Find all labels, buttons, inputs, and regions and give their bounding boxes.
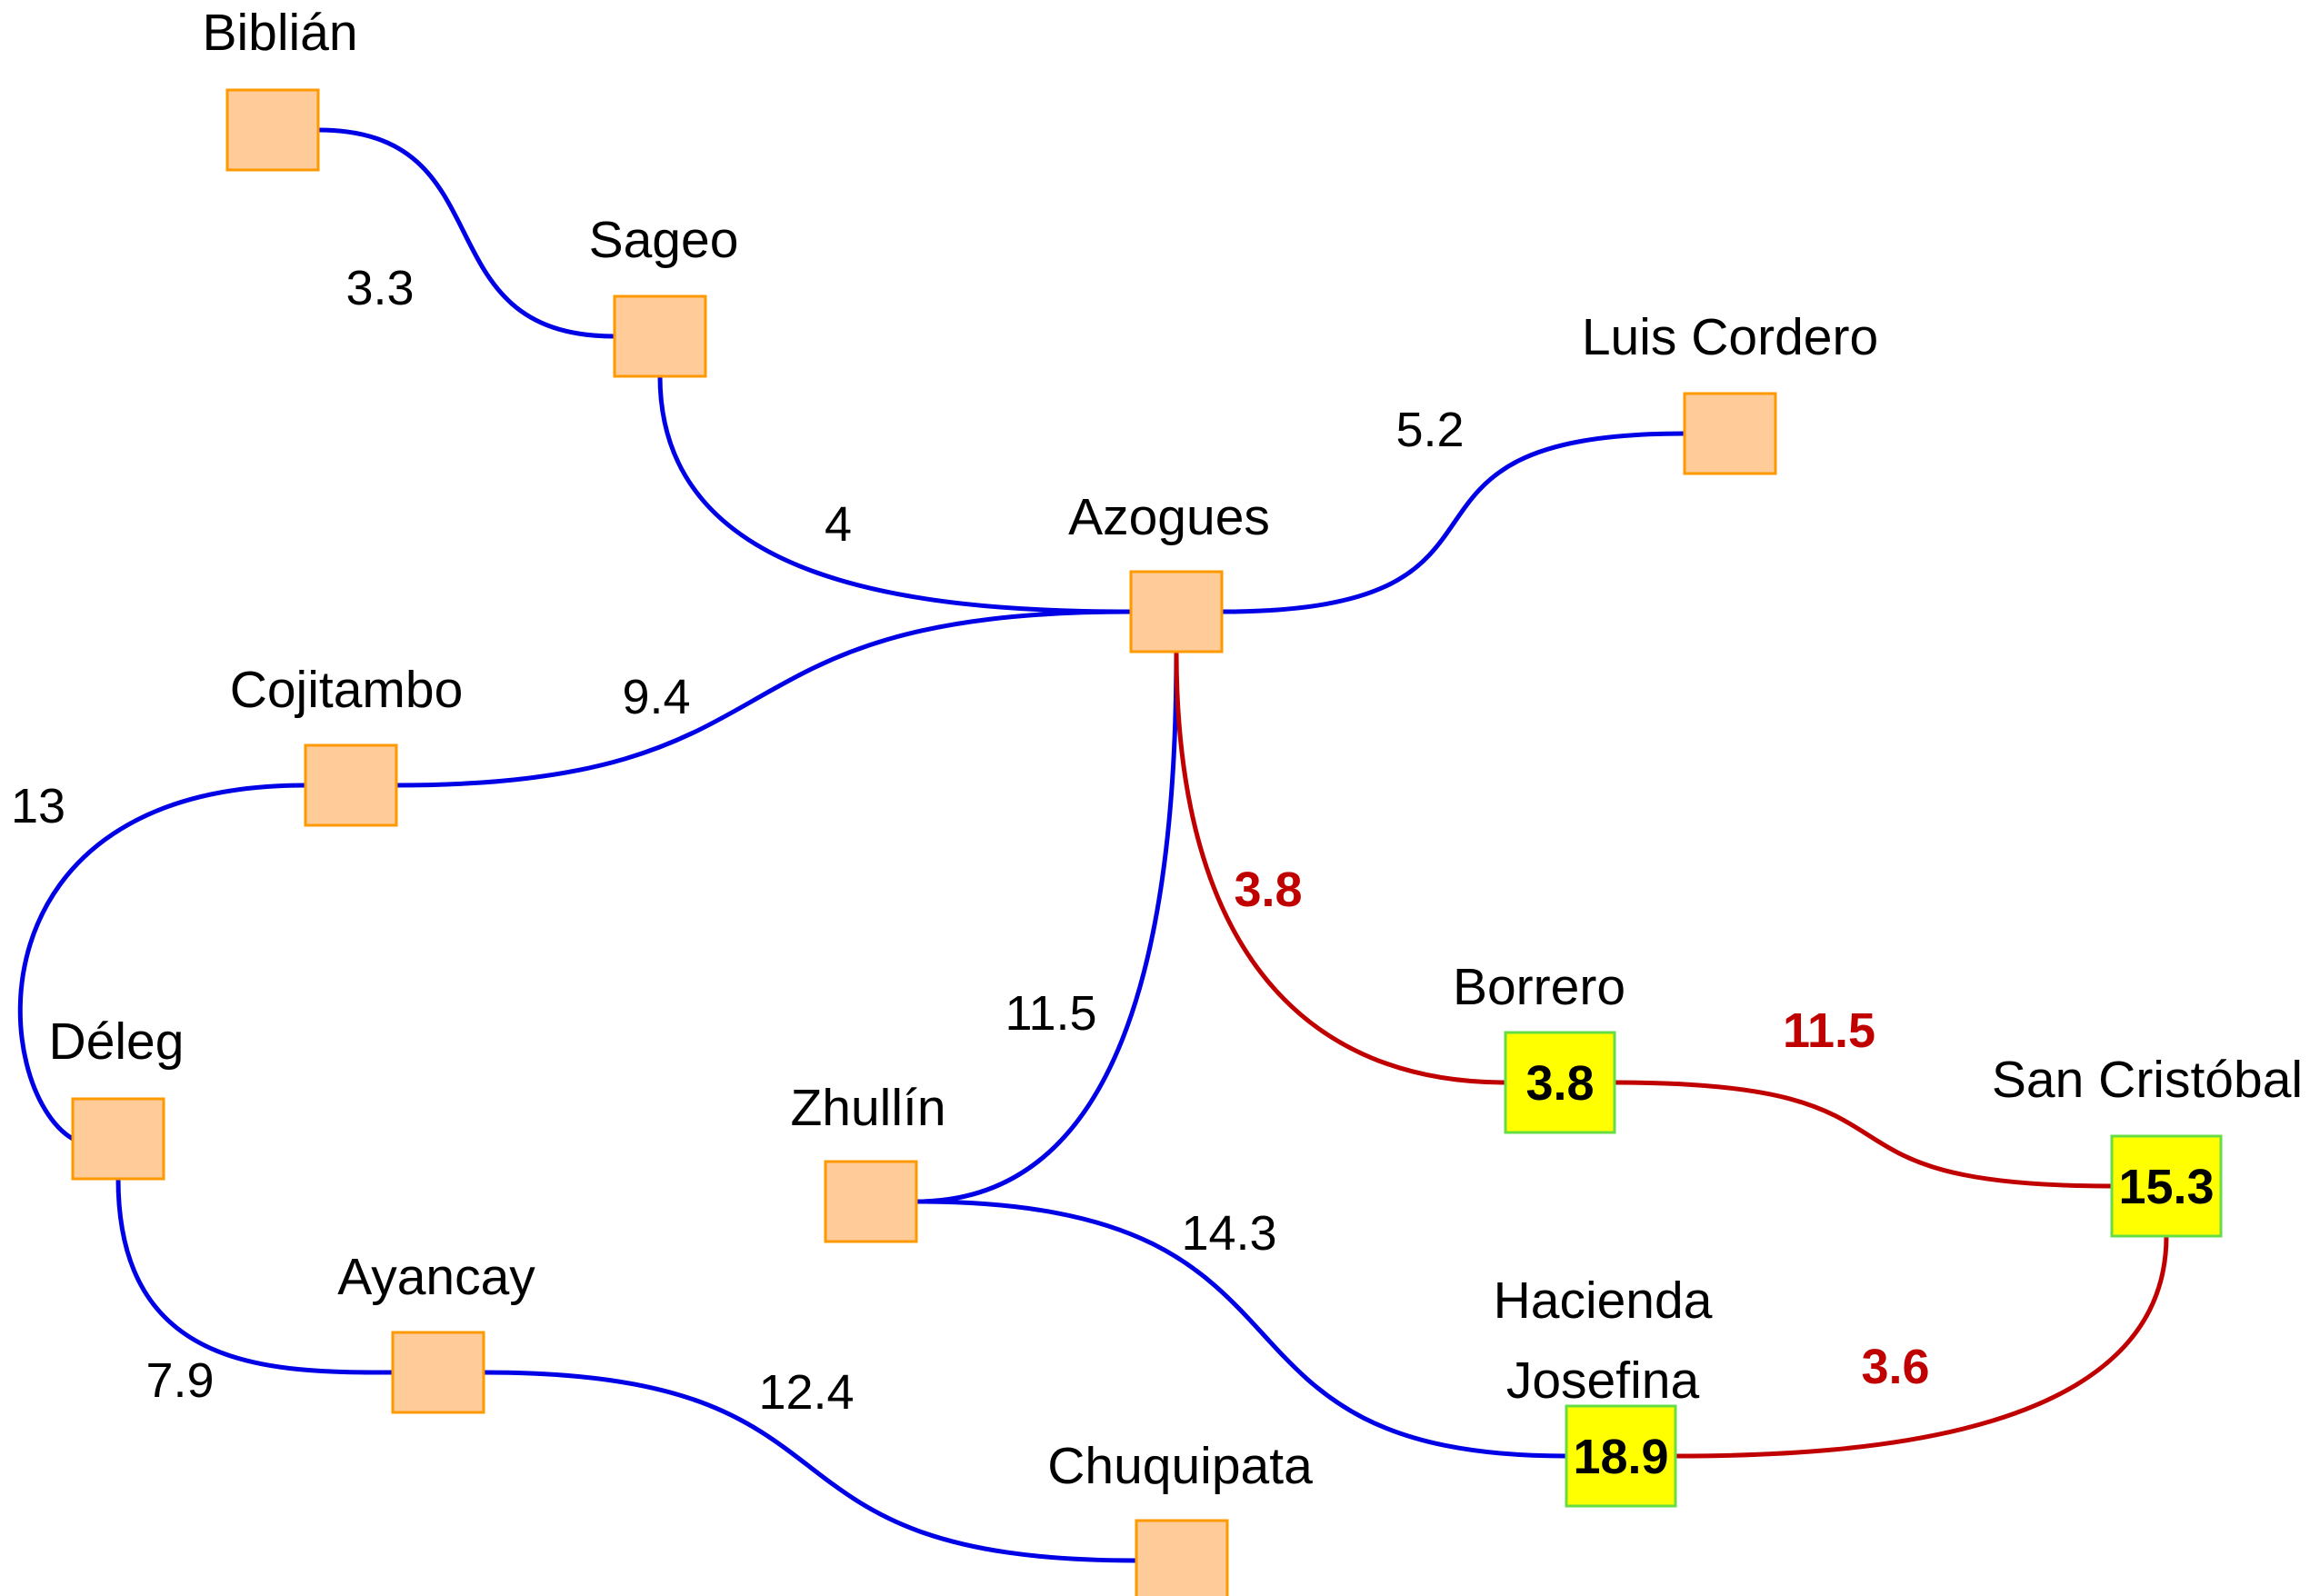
node-sageo: Sageo: [589, 211, 739, 378]
node-distance-value: 18.9: [1573, 1430, 1668, 1484]
node-box: [71, 1097, 165, 1181]
node-label: Déleg: [49, 1012, 185, 1071]
edge-azogues-borrero: [1174, 651, 1506, 1085]
edge-weight-label: 11.5: [1005, 986, 1096, 1041]
node-box: [1504, 1031, 1616, 1134]
node-distance-value: 3.8: [1525, 1056, 1594, 1111]
node-zhullin: Zhullín: [790, 1079, 946, 1243]
node-box: [1683, 392, 1777, 475]
edge-cojitambo-deleg: [17, 783, 306, 1142]
edge-weight-label: 13: [11, 779, 65, 833]
edge-san-cristobal-hacienda-josefina: [1675, 1235, 2169, 1459]
node-biblian: Biblián: [202, 4, 358, 172]
node-borrero: 3.8 Borrero: [1453, 958, 1625, 1134]
edge-azogues-zhullin: [915, 651, 1179, 1204]
edge-weight-label: 12.4: [758, 1365, 854, 1420]
node-ayancay: Ayancay: [337, 1248, 535, 1414]
edges-layer: [17, 127, 2169, 1563]
node-chuquipata: Chuquipata: [1047, 1437, 1313, 1596]
edge-zhullin-hacienda-josefina: [915, 1199, 1567, 1459]
edge-weight-label: 7.9: [145, 1353, 214, 1408]
edge-weight-label: 5.2: [1395, 403, 1464, 457]
node-label: Hacienda: [1494, 1272, 1713, 1330]
node-box: [1129, 570, 1224, 653]
edge-sageo-azogues: [657, 375, 1132, 614]
node-box: [1565, 1404, 1677, 1508]
node-label: Zhullín: [790, 1079, 945, 1137]
node-cojitambo: Cojitambo: [230, 661, 464, 827]
node-box: [225, 88, 320, 172]
node-label: Biblián: [202, 4, 357, 62]
node-label: Sageo: [589, 211, 739, 269]
edge-weight-label: 14.3: [1181, 1206, 1276, 1261]
node-label: San Cristóbal: [1992, 1051, 2303, 1109]
node-azogues: Azogues: [1068, 488, 1270, 653]
edge-deleg-ayancay: [115, 1178, 394, 1375]
node-label: Josefina: [1506, 1352, 1700, 1410]
edge-azogues-cojitambo: [395, 609, 1132, 788]
node-label: Luis Cordero: [1582, 308, 1878, 366]
edge-weight-label: 11.5: [1783, 1003, 1875, 1058]
edge-borrero-san-cristobal: [1614, 1080, 2113, 1189]
edge-weight-label: 3.6: [1861, 1340, 1929, 1394]
node-label: Borrero: [1453, 958, 1625, 1016]
edge-biblian-sageo: [317, 127, 615, 339]
edge-labels-layer: 3.3 4 5.2 9.4 13 11.5 3.8 11.5 3.6 14.3 7.9 12.4: [11, 261, 1930, 1420]
node-box: [2110, 1134, 2223, 1238]
node-luis-cordero: Luis Cordero: [1582, 308, 1878, 475]
node-box: [391, 1331, 485, 1414]
node-label: Ayancay: [337, 1248, 535, 1306]
edge-ayancay-chuquipata: [483, 1370, 1137, 1563]
node-label: Azogues: [1068, 488, 1270, 546]
node-san-cristobal: 15.3 San Cristóbal: [1992, 1051, 2303, 1238]
edge-azogues-luis-cordero: [1221, 431, 1685, 614]
node-distance-value: 15.3: [2118, 1160, 2214, 1214]
node-label: Chuquipata: [1047, 1437, 1313, 1495]
node-box: [824, 1160, 918, 1243]
node-box: [1135, 1519, 1229, 1596]
edge-weight-label: 3.8: [1234, 863, 1302, 917]
edge-weight-label: 3.3: [345, 261, 414, 315]
node-label: Cojitambo: [230, 661, 464, 719]
node-box: [304, 743, 398, 827]
node-deleg: Déleg: [49, 1012, 185, 1181]
edge-weight-label: 9.4: [622, 670, 690, 724]
node-box: [613, 294, 707, 378]
edge-weight-label: 4: [825, 497, 852, 552]
